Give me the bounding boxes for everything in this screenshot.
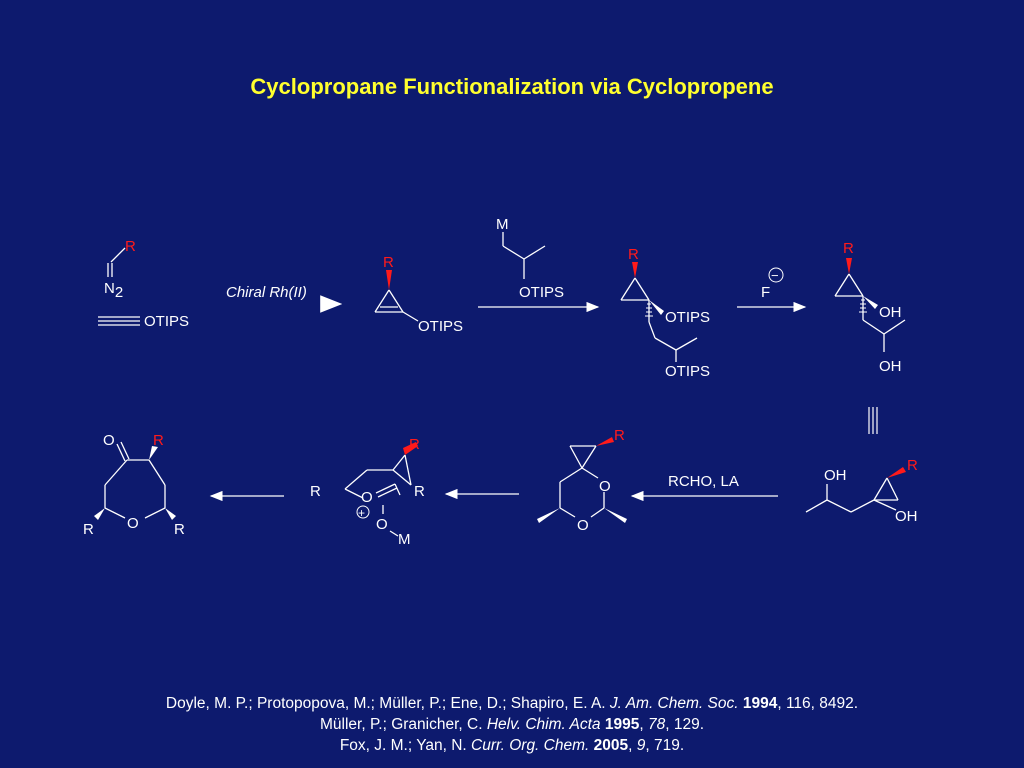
cyclopropene (374, 289, 419, 322)
reaction-scheme: R N2 OTIPS Chiral Rh(II) R OTIPS (83, 216, 918, 548)
oxocarbenium-intermediate (344, 454, 412, 537)
plus-charge: + (358, 506, 365, 520)
redrawn-oh-label-1: OH (824, 467, 847, 484)
tips-cyclopropane (620, 277, 698, 362)
cyclopropene-r-group: R (383, 254, 394, 271)
equivalence-sign (868, 407, 878, 434)
reagent-otips-label: OTIPS (519, 284, 564, 301)
wedge-bond (632, 262, 638, 278)
wedge-bond (649, 300, 664, 315)
dioxane-o-label-2: O (577, 517, 589, 534)
condition-rcho-la: RCHO, LA (668, 473, 739, 490)
reference-3: Fox, J. M.; Yan, N. Curr. Org. Chem. 200… (339, 737, 685, 754)
wedge-bond (165, 508, 176, 520)
intermediate-o-metal: O (376, 516, 388, 533)
wedge-bond (846, 258, 852, 274)
wedge-bond (94, 508, 105, 520)
intermediate-r-right: R (414, 483, 425, 500)
plus-charge-circle (356, 505, 370, 519)
diol-r-group: R (843, 240, 854, 257)
alkyne-substrate (98, 316, 140, 326)
diazo-r-group: R (125, 238, 136, 255)
wedge-bond (604, 508, 627, 523)
oxepanone-r-right: R (174, 521, 185, 538)
alkyne-otips-label: OTIPS (144, 313, 189, 330)
dioxane-o-label-1: O (599, 478, 611, 495)
intermediate-o-plus: O (361, 489, 373, 506)
wedge-bond (596, 437, 614, 446)
ketone-o-label: O (103, 432, 115, 449)
intermediate-r-group: R (409, 436, 420, 453)
dioxane-r-group: R (614, 427, 625, 444)
hashed-bond (859, 299, 867, 313)
reagent-m-label: M (496, 216, 509, 233)
diazo-compound (107, 247, 126, 277)
diol-redrawn (805, 477, 899, 513)
diol-oh-label-1: OH (879, 304, 902, 321)
cyclopropane-otips-label-2: OTIPS (665, 363, 710, 380)
intermediate-m-label: M (398, 531, 411, 548)
diazo-n2-label: N2 (104, 280, 123, 301)
diol-oh-label-2: OH (879, 358, 902, 375)
oxepanone-r-left: R (83, 521, 94, 538)
minus-charge: − (771, 268, 779, 283)
wedge-bond (403, 442, 418, 455)
spiro-dioxane (559, 445, 605, 518)
oxepanone-product (104, 441, 166, 519)
fluoride-label: F (761, 284, 770, 301)
condition-chiral-rh: Chiral Rh(II) (226, 284, 307, 301)
slide-title: Cyclopropane Functionalization via Cyclo… (250, 74, 774, 99)
wedge-bond (863, 296, 878, 309)
wedge-bond (149, 446, 158, 460)
cyclopropane-otips-label-1: OTIPS (665, 309, 710, 326)
oxepanone-r-group: R (153, 432, 164, 449)
organometallic-reagent (502, 232, 546, 279)
redrawn-r-group: R (907, 457, 918, 474)
reference-2: Müller, P.; Granicher, C. Helv. Chim. Ac… (320, 716, 704, 733)
hashed-bond (645, 303, 653, 317)
cyclopropane-r-group: R (628, 246, 639, 263)
intermediate-r-left: R (310, 483, 321, 500)
references: Doyle, M. P.; Protopopova, M.; Müller, P… (0, 693, 1024, 756)
cyclopropene-otips-label: OTIPS (418, 318, 463, 335)
ring-o-label: O (127, 515, 139, 532)
wedge-bond (537, 508, 560, 523)
wedge-bond (887, 467, 906, 478)
redrawn-oh-label-2: OH (895, 508, 918, 525)
reference-1: Doyle, M. P.; Protopopova, M.; Müller, P… (165, 695, 859, 712)
wedge-bond (386, 270, 392, 290)
minus-charge-circle (768, 267, 784, 283)
